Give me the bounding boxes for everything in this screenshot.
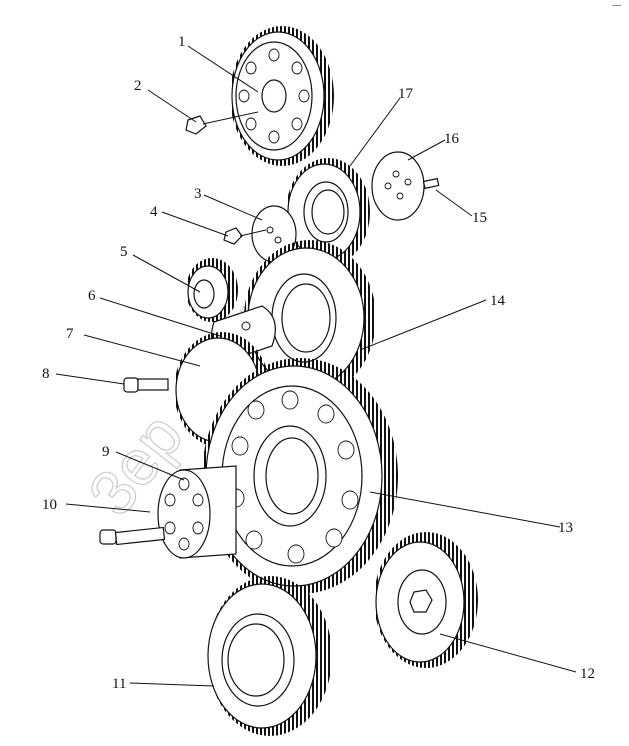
- callout-7: 7: [66, 326, 74, 342]
- callout-17: 17: [398, 86, 414, 102]
- callout-11: 11: [112, 676, 126, 692]
- callout-4: 4: [150, 204, 158, 220]
- part-14-gear: [244, 240, 376, 396]
- part-4-bolt: [223, 227, 267, 245]
- callout-12: 12: [580, 666, 595, 682]
- part-17-gear: [286, 158, 370, 266]
- callout-8: 8: [42, 366, 50, 382]
- leader-lines: [55, 45, 577, 687]
- callout-15: 15: [472, 210, 487, 226]
- callout-16: 16: [444, 131, 460, 147]
- callout-3: 3: [194, 186, 202, 202]
- callout-13: 13: [558, 520, 573, 536]
- callout-5: 5: [120, 244, 128, 260]
- callout-labels: 1 2 3 4 5 6 7 8 9 10 11 12 13 14 15 16 1…: [42, 34, 595, 692]
- part-13-gear: [202, 358, 398, 594]
- part-12-gear: [374, 532, 478, 668]
- part-11-gear: [207, 576, 332, 736]
- part-9-hub: [157, 465, 237, 559]
- callout-14: 14: [490, 293, 506, 309]
- part-15-pin: [422, 177, 440, 190]
- part-1-gear: [230, 26, 334, 166]
- corner-mark: —: [611, 0, 622, 10]
- part-2-bolt: [185, 111, 259, 135]
- callout-1: 1: [178, 34, 186, 50]
- callout-6: 6: [88, 288, 96, 304]
- part-16-plate: [371, 151, 425, 221]
- part-5-gear: [186, 258, 238, 322]
- callout-10: 10: [42, 497, 57, 513]
- callout-2: 2: [134, 78, 142, 94]
- callout-9: 9: [102, 444, 110, 460]
- part-8-bolt: [123, 377, 169, 393]
- part-10-bolt: [99, 526, 166, 546]
